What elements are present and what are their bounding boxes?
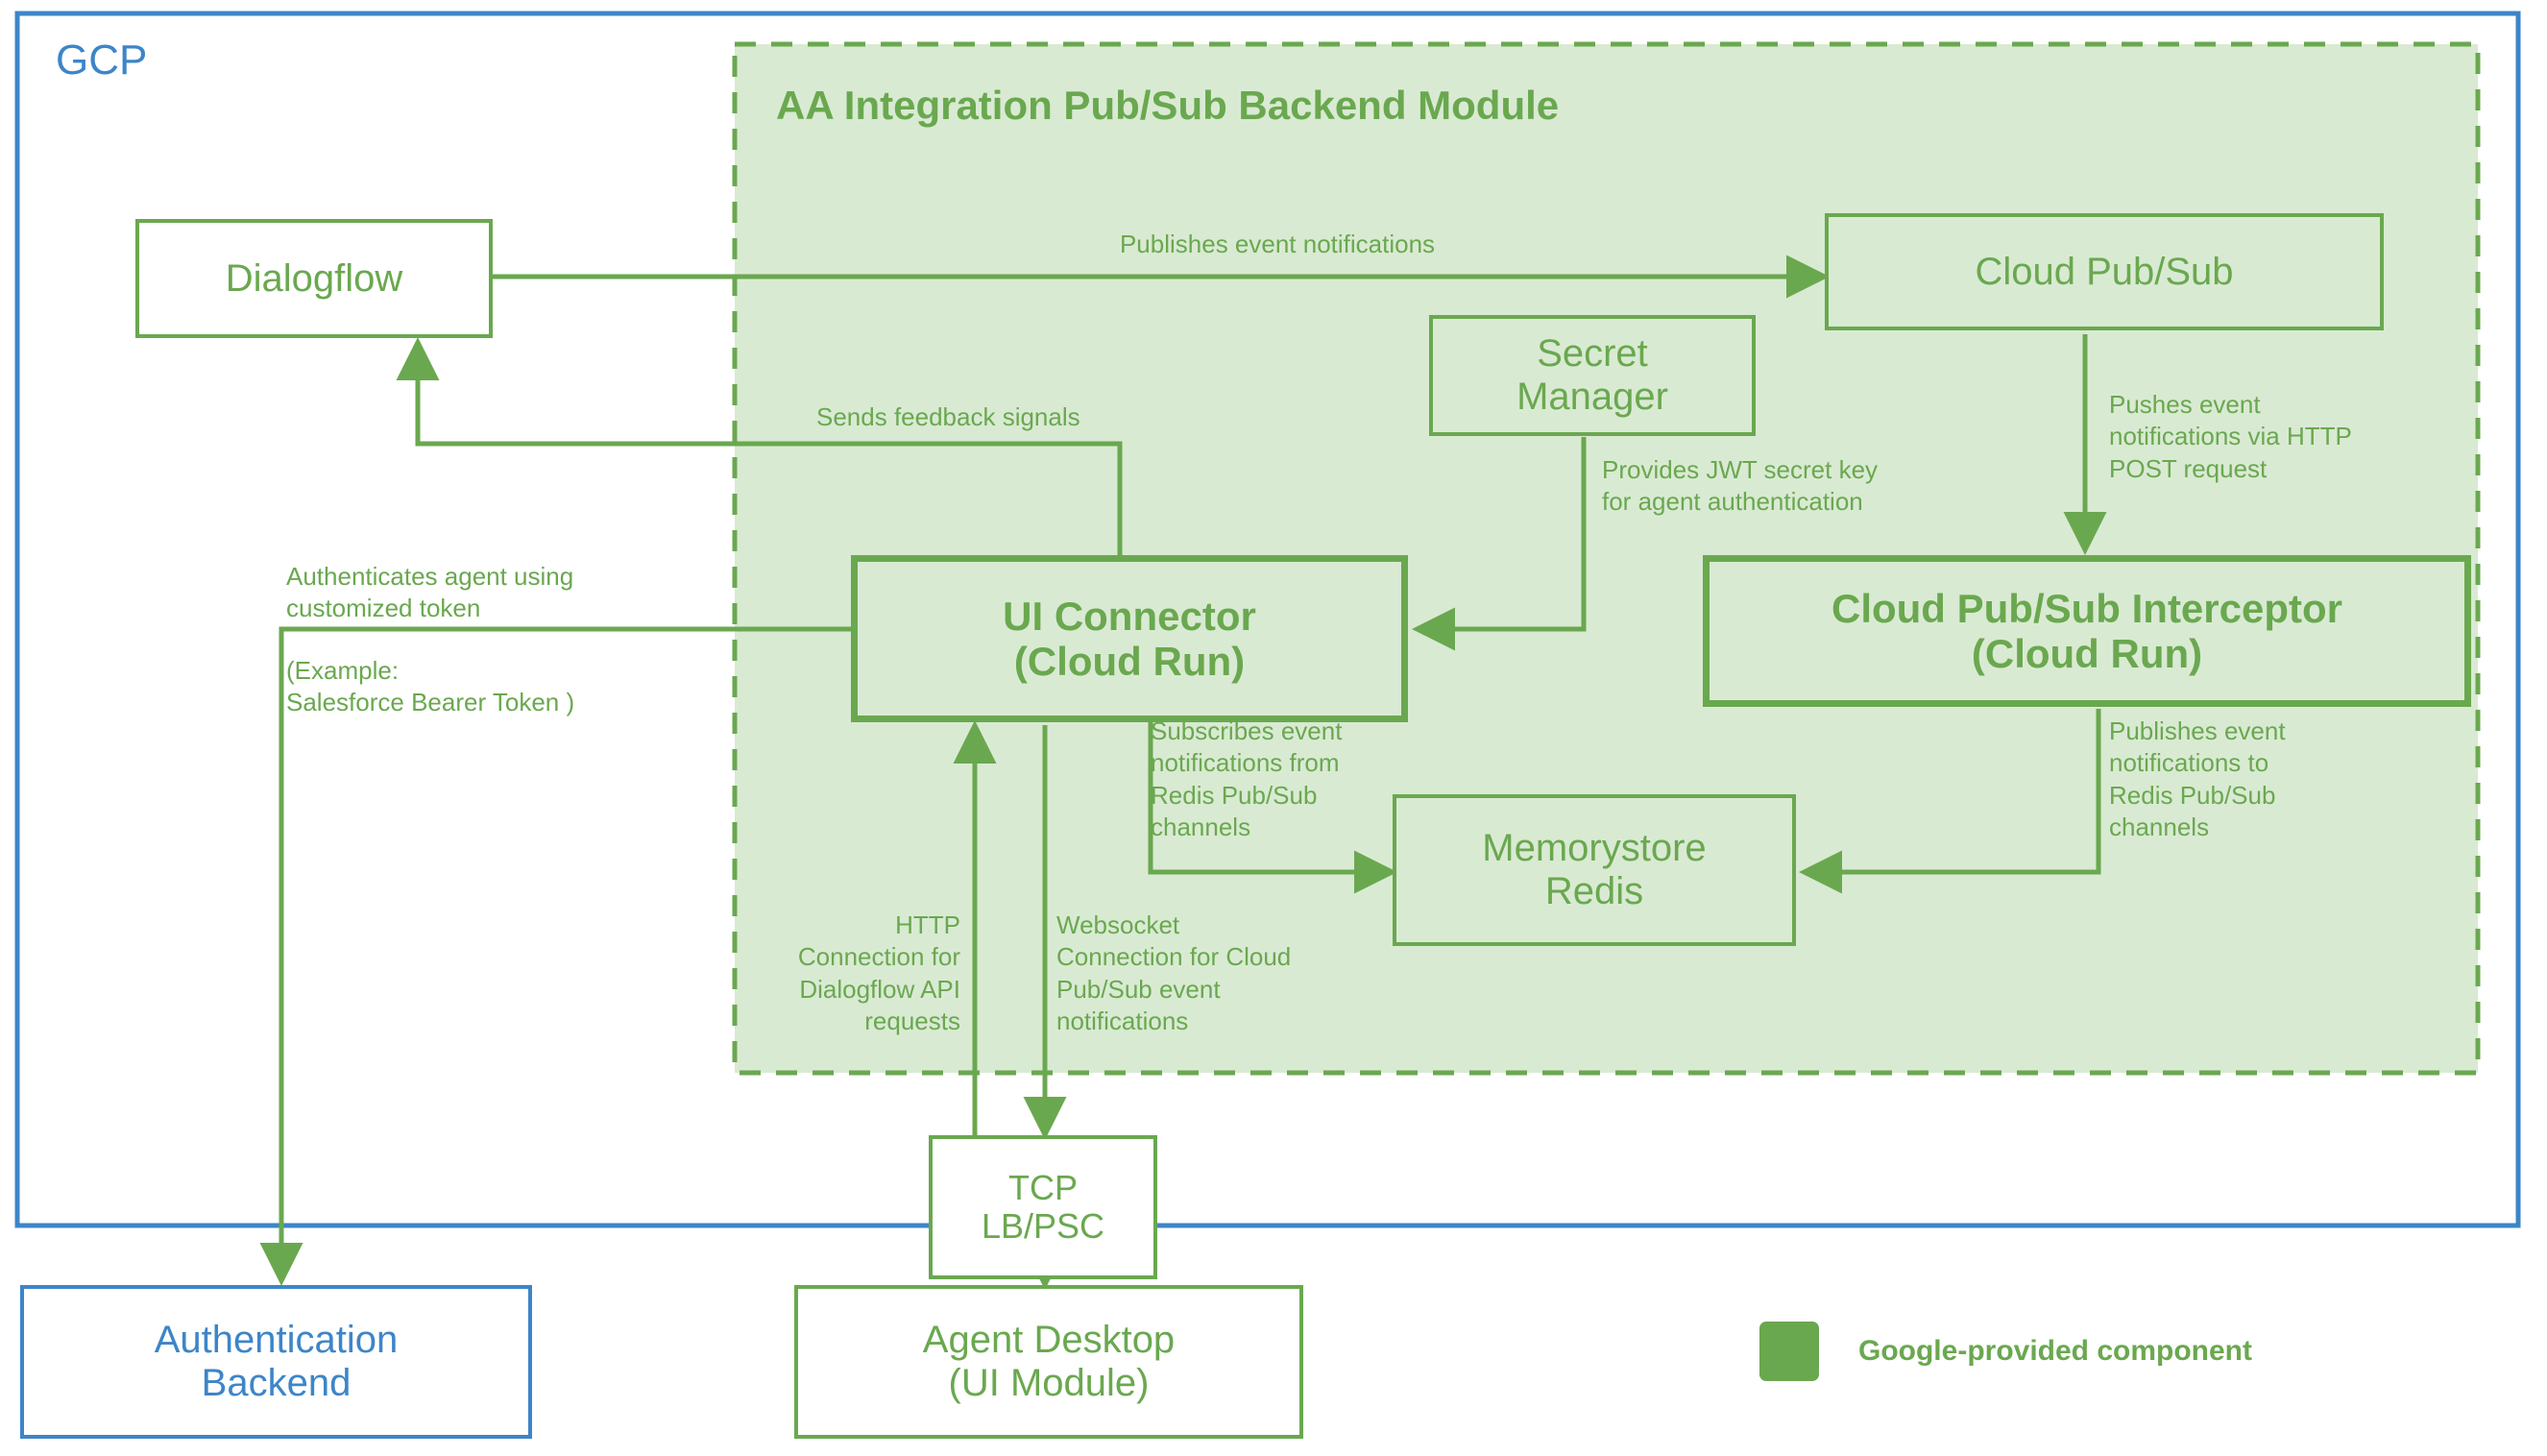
node-cloud-pubsub[interactable]: Cloud Pub/Sub: [1825, 213, 2384, 330]
legend-swatch-google-component: [1759, 1322, 1819, 1381]
node-ui-connector-label: UI Connector(Cloud Run): [1003, 593, 1256, 684]
module-title: AA Integration Pub/Sub Backend Module: [776, 83, 1560, 128]
node-pubsub-interceptor[interactable]: Cloud Pub/Sub Interceptor(Cloud Run): [1703, 555, 2471, 707]
node-cloud-pubsub-label: Cloud Pub/Sub: [1975, 250, 2234, 293]
node-pubsub-interceptor-label: Cloud Pub/Sub Interceptor(Cloud Run): [1831, 585, 2342, 676]
node-agent-desktop[interactable]: Agent Desktop(UI Module): [794, 1285, 1303, 1439]
gcp-boundary: [14, 11, 2521, 1228]
edge-provides-jwt: [1412, 437, 1587, 651]
edge-subscribes-event: [1148, 711, 1397, 894]
edge-label-publishes-event-notifications: Publishes event notifications: [1119, 230, 1436, 258]
node-dialogflow[interactable]: Dialogflow: [135, 219, 493, 338]
node-dialogflow-label: Dialogflow: [225, 256, 403, 300]
edge-sends-feedback-signals: [396, 337, 1123, 555]
edge-label-sends-feedback-signals: Sends feedback signals: [816, 402, 1080, 431]
node-agent-desktop-label: Agent Desktop(UI Module): [922, 1319, 1176, 1404]
node-ui-connector[interactable]: UI Connector(Cloud Run): [851, 555, 1408, 722]
edge-publishes-to-redis: [1799, 709, 2101, 894]
legend-label-google-component: Google-provided component: [1858, 1335, 2252, 1367]
gcp-label: GCP: [56, 36, 148, 84]
edge-authenticates-agent: [259, 626, 853, 1286]
edge-label-authenticates-agent-example: (Example:Salesforce Bearer Token ): [286, 656, 575, 717]
